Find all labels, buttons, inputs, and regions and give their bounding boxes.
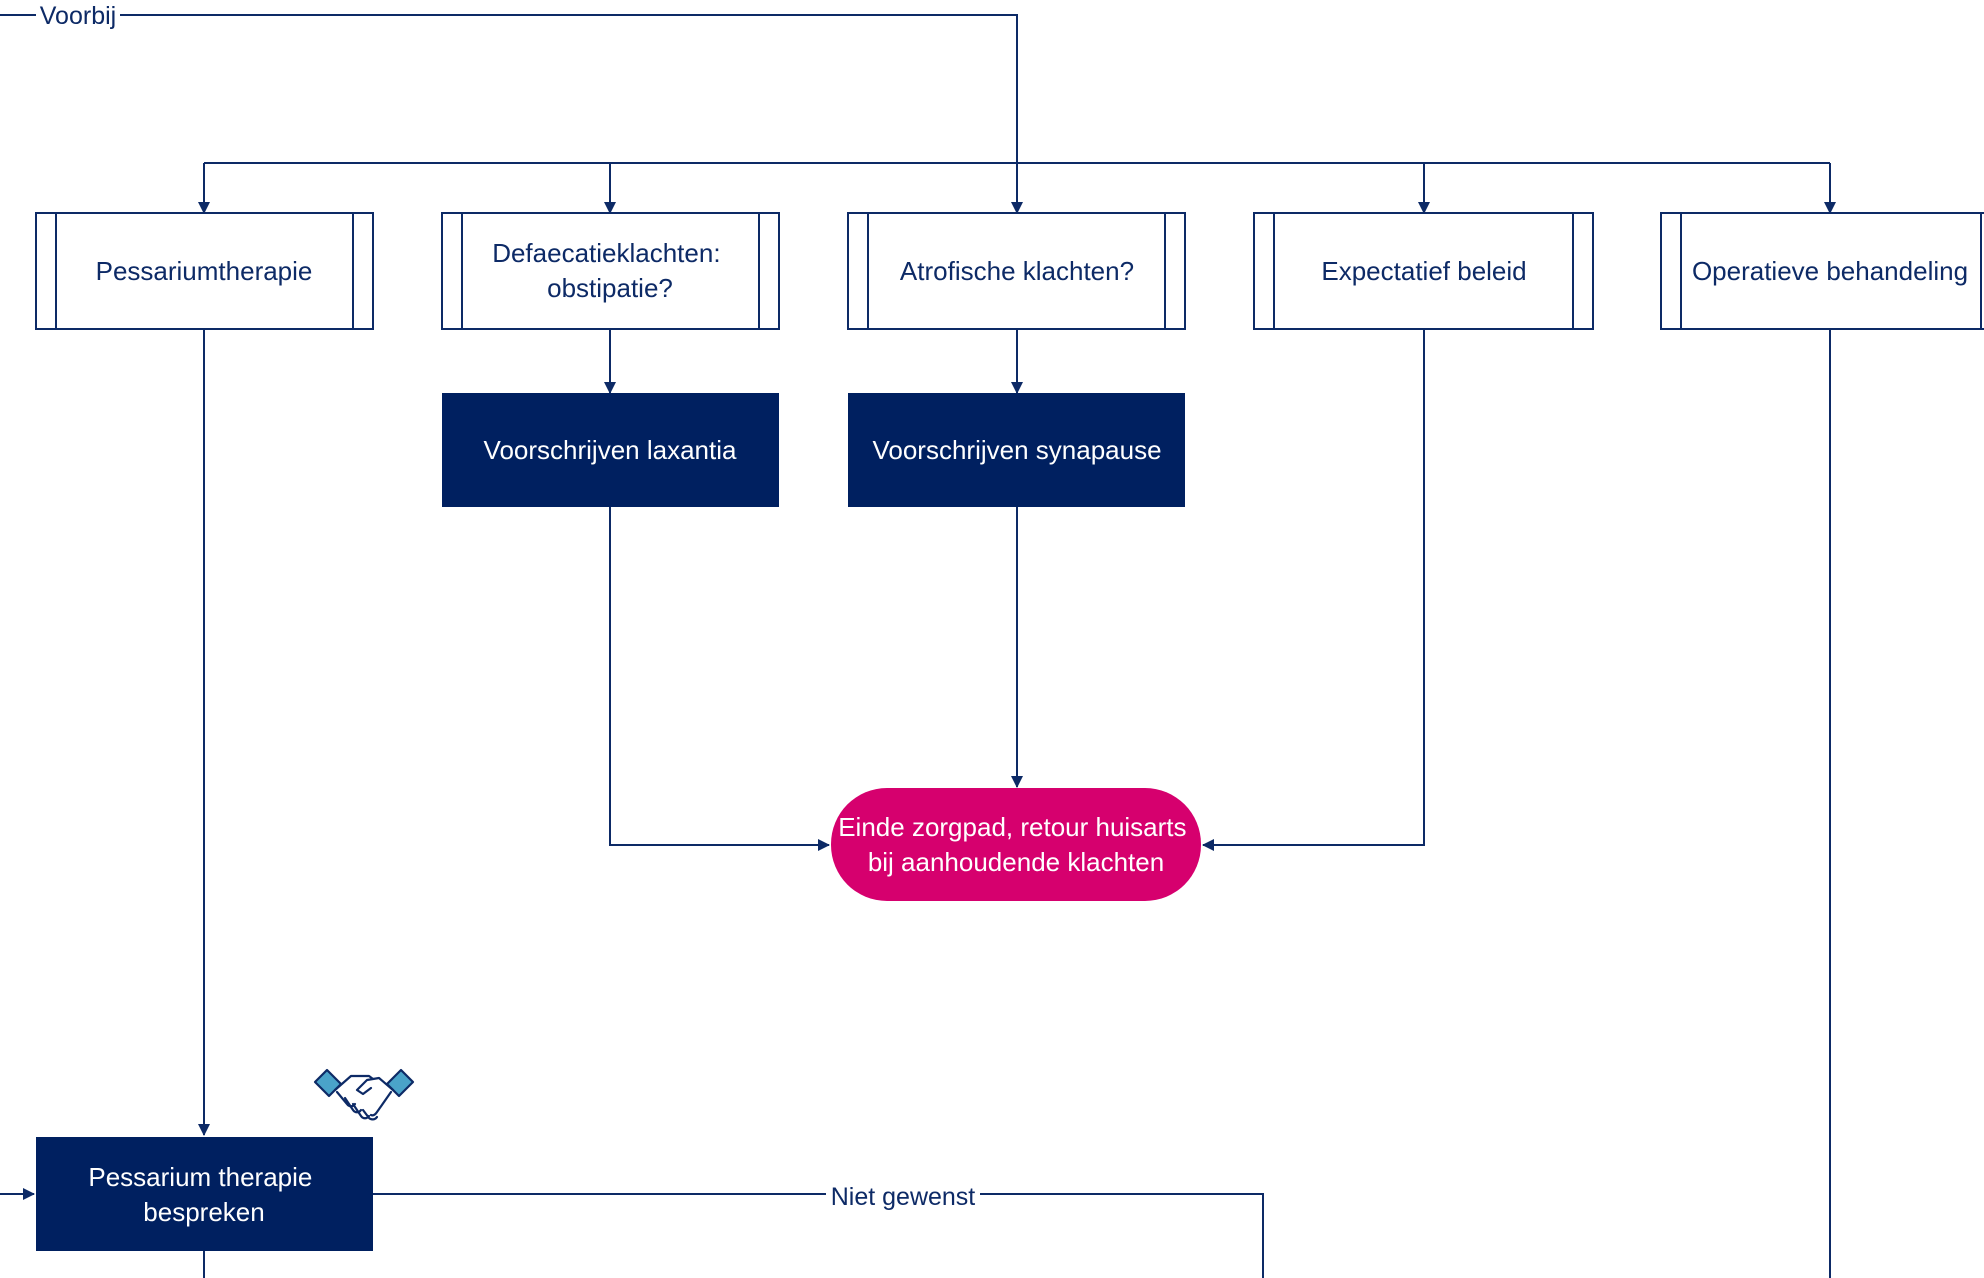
connector-niet-gewenst-right bbox=[980, 1193, 1264, 1278]
subprocess-defaecatie[interactable]: Defaecatieklachten: obstipatie? bbox=[441, 212, 780, 330]
subprocess-expectatief[interactable]: Expectatief beleid bbox=[1253, 212, 1594, 330]
subprocess-pessariumtherapie-label: Pessariumtherapie bbox=[96, 256, 313, 286]
action-pessarium-bespreken-label: Pessarium therapie bespreken bbox=[88, 1162, 319, 1227]
subprocess-atrofische-label: Atrofische klachten? bbox=[900, 256, 1134, 286]
subprocess-operatieve[interactable]: Operatieve behandeling bbox=[1660, 212, 1984, 330]
subprocess-pessariumtherapie[interactable]: Pessariumtherapie bbox=[35, 212, 374, 330]
action-synapause[interactable]: Voorschrijven synapause bbox=[848, 393, 1185, 507]
terminal-einde-zorgpad-label: Einde zorgpad, retour huisarts bij aanho… bbox=[838, 812, 1194, 877]
action-laxantia-label: Voorschrijven laxantia bbox=[484, 435, 737, 465]
arrow-expectatief-to-einde bbox=[1202, 329, 1425, 851]
connectors bbox=[0, 14, 1836, 1278]
subprocess-atrofische[interactable]: Atrofische klachten? bbox=[847, 212, 1186, 330]
connector-voorbij bbox=[120, 14, 1018, 163]
voorbij-label: Voorbij bbox=[40, 2, 116, 30]
action-pessarium-bespreken[interactable]: Pessarium therapie bespreken bbox=[36, 1137, 373, 1251]
action-laxantia[interactable]: Voorschrijven laxantia bbox=[442, 393, 779, 507]
subprocess-expectatief-label: Expectatief beleid bbox=[1321, 256, 1526, 286]
subprocess-operatieve-label: Operatieve behandeling bbox=[1692, 256, 1968, 286]
handshake-icon bbox=[313, 1068, 415, 1121]
terminal-einde-zorgpad[interactable]: Einde zorgpad, retour huisarts bij aanho… bbox=[831, 788, 1201, 901]
subprocess-defaecatie-label: Defaecatieklachten: obstipatie? bbox=[492, 238, 728, 303]
niet-gewenst-label: Niet gewenst bbox=[831, 1183, 976, 1211]
arrow-laxantia-to-einde bbox=[609, 507, 830, 851]
action-synapause-label: Voorschrijven synapause bbox=[872, 435, 1161, 465]
